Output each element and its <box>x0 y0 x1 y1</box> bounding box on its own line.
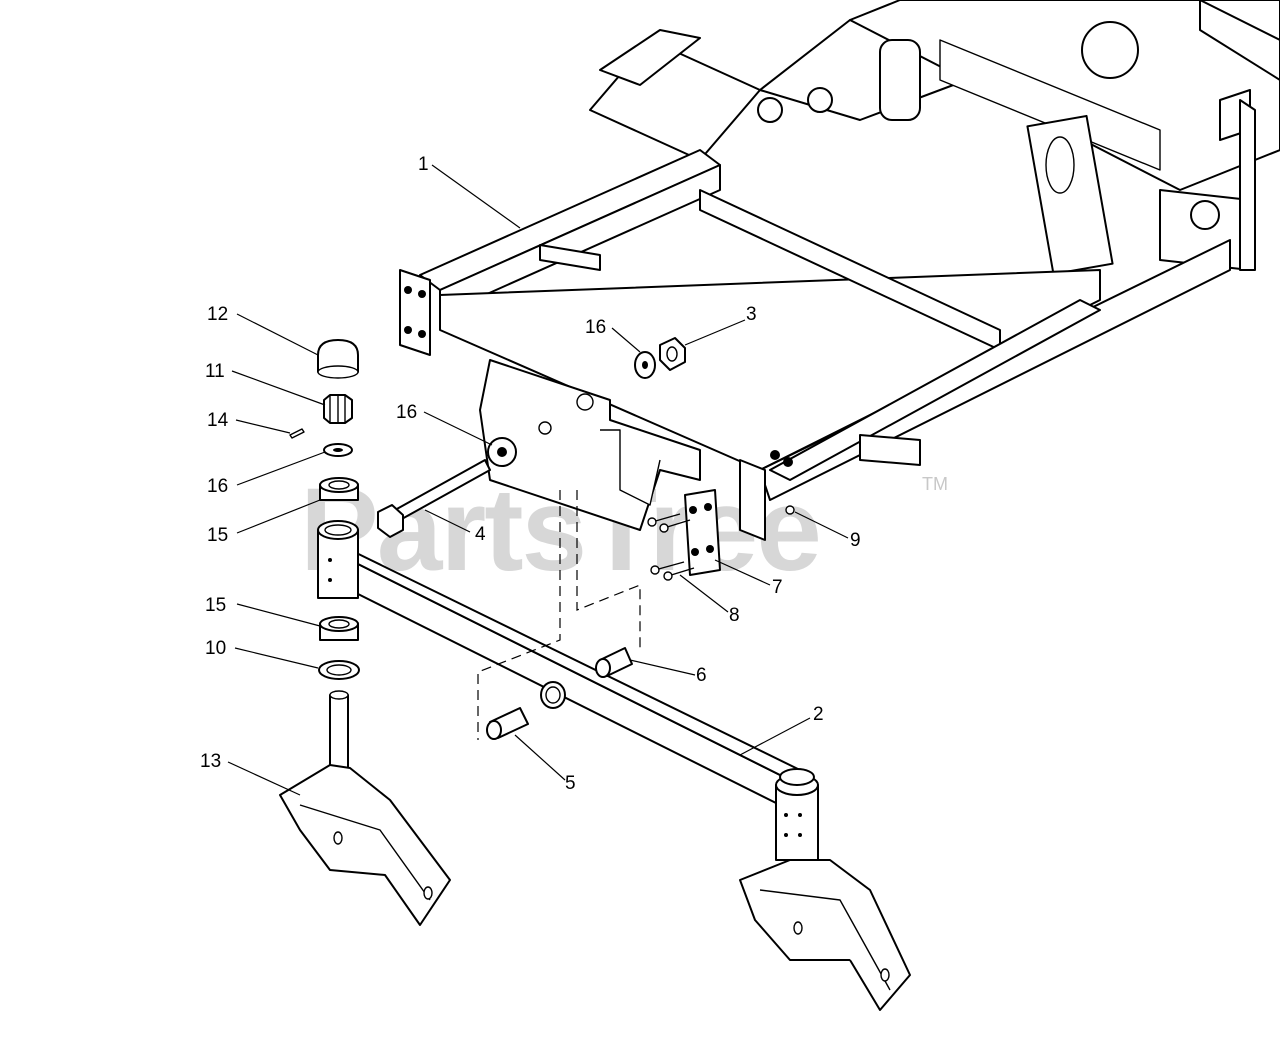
callout-8[interactable]: 8 <box>729 605 740 626</box>
seal-10[interactable] <box>318 660 360 680</box>
pivot-bolt-4[interactable] <box>377 459 491 538</box>
callout-16-spindle[interactable]: 16 <box>207 476 228 497</box>
callout-15-lower[interactable]: 15 <box>205 595 226 616</box>
callout-7[interactable]: 7 <box>772 577 783 598</box>
callout-14[interactable]: 14 <box>207 410 229 431</box>
callouts: 1 2 3 4 5 6 7 8 9 10 11 12 13 14 15 15 1… <box>200 154 861 794</box>
leader-lines <box>227 164 849 796</box>
callout-16-washer[interactable]: 16 <box>585 317 606 338</box>
mounting-plate-7[interactable] <box>684 489 721 576</box>
washer-16-upper[interactable] <box>634 351 656 379</box>
callout-11[interactable]: 11 <box>205 361 225 382</box>
front-axle-2[interactable] <box>317 520 819 861</box>
cotter-pin-14[interactable] <box>289 428 305 439</box>
dust-cap-12[interactable] <box>317 339 359 379</box>
callout-3[interactable]: 3 <box>746 304 757 325</box>
callout-12[interactable]: 12 <box>207 304 228 325</box>
washer-16-spindle[interactable] <box>323 443 353 457</box>
callout-1[interactable]: 1 <box>418 154 429 175</box>
bearing-15-upper[interactable] <box>319 477 359 501</box>
watermark-trademark: TM <box>922 474 948 494</box>
bolts-8[interactable] <box>647 513 695 581</box>
nut-9[interactable] <box>785 505 795 515</box>
caster-fork-right[interactable] <box>739 859 911 1011</box>
main-frame[interactable] <box>399 0 1280 541</box>
callout-10[interactable]: 10 <box>205 638 226 659</box>
callout-13[interactable]: 13 <box>200 751 221 772</box>
caster-fork-13[interactable] <box>279 690 451 926</box>
callout-9[interactable]: 9 <box>850 530 861 551</box>
callout-16-bracket[interactable]: 16 <box>396 402 417 423</box>
callout-15-upper[interactable]: 15 <box>207 525 228 546</box>
callout-6[interactable]: 6 <box>696 665 707 686</box>
callout-2[interactable]: 2 <box>813 704 824 725</box>
bushing-6[interactable] <box>595 647 633 678</box>
castle-nut-11[interactable] <box>323 394 353 424</box>
bearing-15-lower[interactable] <box>319 616 359 641</box>
bushing-5[interactable] <box>486 707 529 740</box>
assembly-lines <box>477 490 641 740</box>
callout-4[interactable]: 4 <box>475 524 486 545</box>
callout-5[interactable]: 5 <box>565 773 576 794</box>
hex-nut-3[interactable] <box>659 337 686 371</box>
